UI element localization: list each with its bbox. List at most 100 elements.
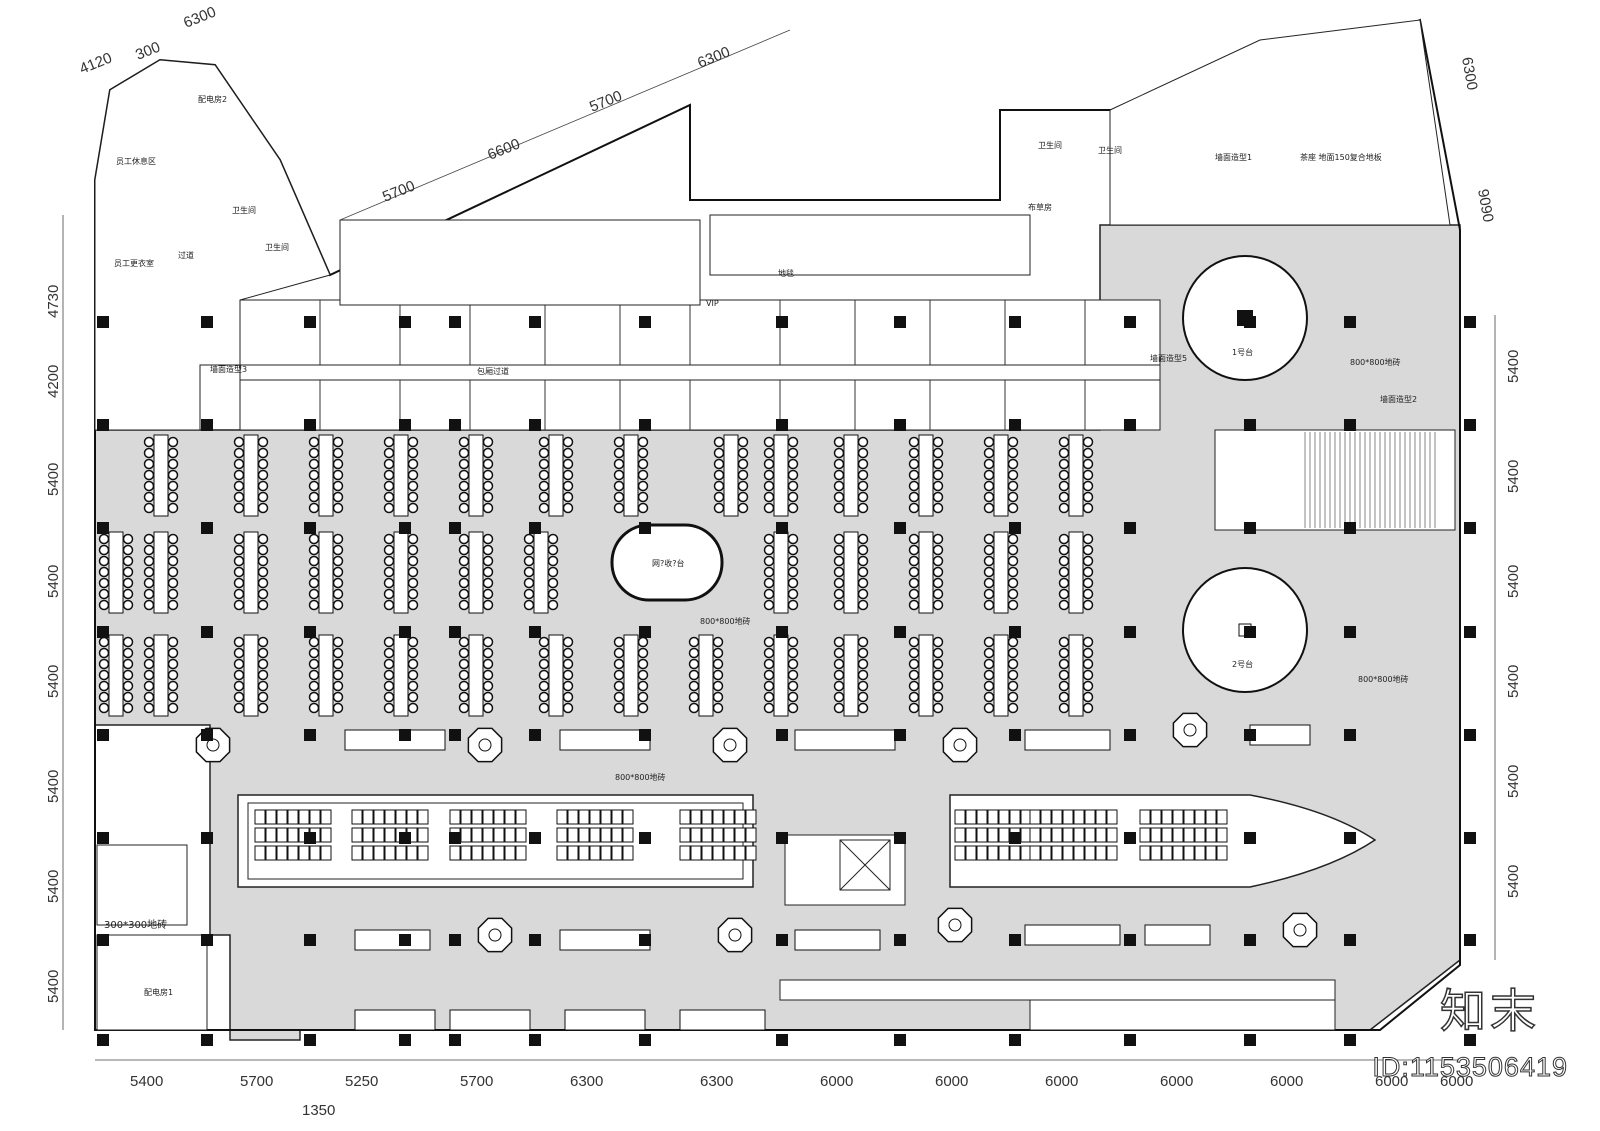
structural-column [1009, 522, 1021, 534]
dim-bottom-text: 5700 [240, 1073, 273, 1090]
seat-group [538, 634, 574, 717]
machine-group [351, 809, 429, 861]
machine-group [1029, 809, 1118, 861]
seat-group [613, 434, 649, 517]
structural-column [1244, 626, 1256, 638]
octagon-table [1282, 912, 1318, 948]
structural-column [639, 1034, 651, 1046]
structural-column [399, 522, 411, 534]
structural-column [449, 316, 461, 328]
id-watermark: ID:1153506419 [1372, 1052, 1568, 1083]
structural-column [894, 419, 906, 431]
wall-type-2-label: 墙面造型2 [1380, 394, 1417, 404]
power-room-1-block [96, 934, 208, 1031]
structural-column [304, 832, 316, 844]
dim-bottom-text: 6000 [935, 1073, 968, 1090]
structural-column [399, 316, 411, 328]
power-room-1-label: 配电房1 [144, 987, 173, 997]
structural-column [449, 832, 461, 844]
structural-column [1009, 832, 1021, 844]
structural-column [97, 832, 109, 844]
dim-left-text: 4730 [45, 285, 62, 318]
dim-bottom-text: 6000 [1045, 1073, 1078, 1090]
structural-column [894, 522, 906, 534]
seat-group [458, 434, 494, 517]
counter [679, 1009, 766, 1031]
washroom-c-label: 卫生间 [1038, 140, 1062, 150]
structural-column [776, 626, 788, 638]
structural-column [1464, 522, 1476, 534]
structural-column [201, 832, 213, 844]
structural-column [97, 626, 109, 638]
structural-column [1009, 1034, 1021, 1046]
structural-column [1244, 316, 1256, 328]
wall-type-5-label: 墙面造型5 [1150, 353, 1187, 363]
structural-column [449, 522, 461, 534]
structural-column [1244, 1034, 1256, 1046]
linen-room-label: 布草房 [1028, 202, 1052, 212]
structural-column [449, 626, 461, 638]
power-room-2-label: 配电房2 [198, 94, 227, 104]
structural-column [894, 729, 906, 741]
structural-column [776, 522, 788, 534]
floor-label: 地毯 [778, 268, 794, 278]
seat-group [833, 634, 869, 717]
structural-column [201, 419, 213, 431]
dim-diagonal-text: 5700 [380, 177, 417, 205]
seat-group [233, 434, 269, 517]
seat-group [458, 531, 494, 614]
structural-column [1344, 1034, 1356, 1046]
counter [354, 929, 431, 951]
dim-bottom-text: 6000 [1270, 1073, 1303, 1090]
structural-column [529, 934, 541, 946]
seat-group [233, 531, 269, 614]
staff-changing-label: 员工更衣室 [114, 258, 154, 268]
seat-group [983, 434, 1019, 517]
structural-column [529, 729, 541, 741]
dim-left-text: 5400 [45, 770, 62, 803]
seat-group [383, 634, 419, 717]
washroom-d-label: 卫生间 [1098, 145, 1122, 155]
structural-column [304, 1034, 316, 1046]
structural-column [97, 934, 109, 946]
structural-column [529, 419, 541, 431]
structural-column [304, 419, 316, 431]
structural-column [201, 316, 213, 328]
structural-column [1464, 832, 1476, 844]
floor-tile-small-label: 300*300地砖 [104, 918, 167, 931]
seat-group [1058, 634, 1094, 717]
structural-column [894, 316, 906, 328]
structural-column [1124, 1034, 1136, 1046]
seat-group [308, 531, 344, 614]
passage-label: 过道 [178, 250, 194, 260]
structural-column [1124, 934, 1136, 946]
dim-bottom-extra: 1350 [302, 1102, 335, 1119]
seat-group [983, 634, 1019, 717]
seat-group [763, 531, 799, 614]
structural-column [1124, 729, 1136, 741]
table-2-label: 2号台 [1232, 659, 1253, 669]
structural-column [1124, 419, 1136, 431]
structural-column [1124, 316, 1136, 328]
floor-800-label-a: 800*800地砖 [1350, 357, 1401, 367]
structural-column [1344, 934, 1356, 946]
machine-group [1139, 809, 1228, 861]
structural-column [894, 626, 906, 638]
seat-group [308, 634, 344, 717]
counter [354, 1009, 436, 1031]
counter [794, 929, 881, 951]
structural-column [1344, 832, 1356, 844]
structural-column [639, 522, 651, 534]
dim-right-text: 5400 [1505, 865, 1522, 898]
room-corridor-label: 包厢过道 [477, 366, 509, 376]
structural-column [201, 626, 213, 638]
dim-right-text: 5400 [1505, 460, 1522, 493]
seat-group [1058, 531, 1094, 614]
structural-column [894, 1034, 906, 1046]
structural-column [399, 729, 411, 741]
structural-column [529, 832, 541, 844]
upper-rooms-right [709, 214, 1031, 276]
counter [1024, 729, 1111, 751]
structural-column [1344, 316, 1356, 328]
structural-column [529, 316, 541, 328]
